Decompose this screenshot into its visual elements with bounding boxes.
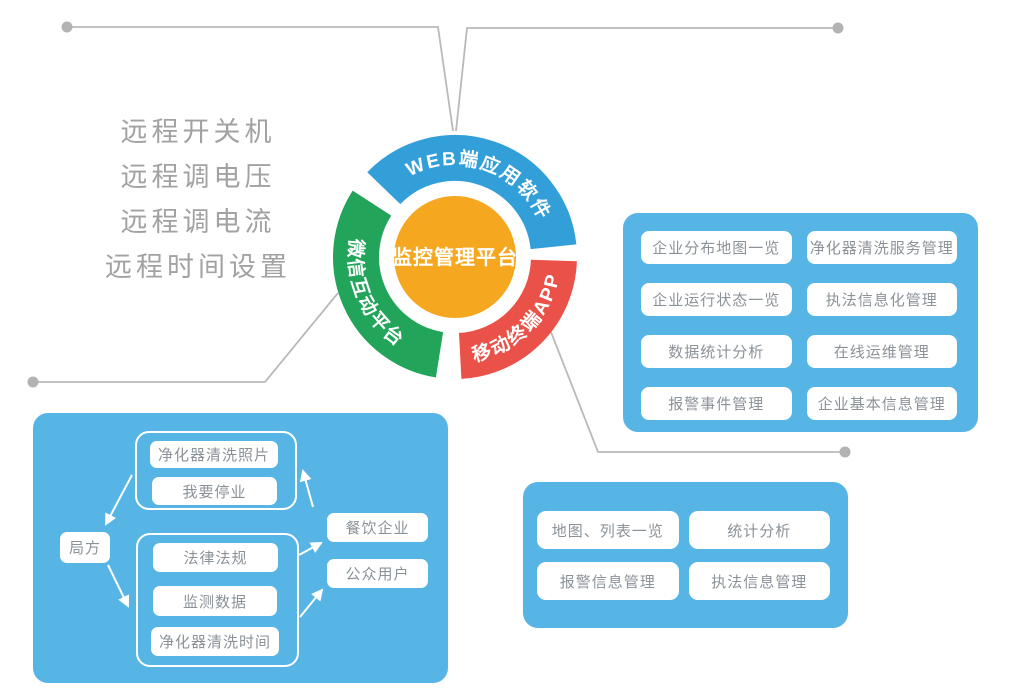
- module-pill: 地图、列表一览: [537, 511, 679, 549]
- connector-right: [550, 331, 845, 453]
- arrow-publish-to-public: [299, 588, 324, 618]
- center-circle: [394, 196, 516, 318]
- submit-group-outline: [135, 431, 297, 510]
- connector-left: [33, 292, 339, 383]
- connector-endpoint-dots: [27, 21, 851, 458]
- module-pill: 统计分析: [688, 511, 830, 549]
- publish-group-outline: [136, 533, 299, 667]
- module-pill: 企业基本信息管理: [806, 387, 957, 420]
- remote-item: 远程时间设置: [105, 252, 291, 282]
- app-modules-panel: 地图、列表一览 统计分析 报警信息管理 执法信息管理: [523, 482, 848, 628]
- dot-top-right: [832, 22, 844, 34]
- arrow-publish-to-restaurant: [298, 542, 323, 556]
- wechat-flow-panel: 净化器清洗照片 我要停业 局方 法律法规 监测数据 净化器清洗时间 餐饮企业 公…: [33, 413, 448, 683]
- flow-node-cleaning-time: 净化器清洗时间: [151, 627, 279, 656]
- arrow-restaurant-to-submit: [299, 469, 314, 508]
- flow-node-monitor-data: 监测数据: [153, 586, 277, 616]
- ring-segment-app: [458, 258, 577, 379]
- module-pill: 数据统计分析: [641, 335, 792, 368]
- flow-node-cleaning-photo: 净化器清洗照片: [150, 441, 278, 468]
- web-modules-panel: 企业分布地图一览 净化器清洗服务管理 企业运行状态一览 执法信息化管理 数据统计…: [623, 213, 978, 432]
- connector-lines: [33, 26, 845, 453]
- module-pill: 企业运行状态一览: [641, 283, 792, 316]
- module-pill: 执法信息化管理: [806, 283, 957, 316]
- ring-segment-web: [367, 134, 577, 250]
- module-pill: 报警事件管理: [641, 387, 792, 420]
- module-pill: 企业分布地图一览: [641, 231, 792, 264]
- dot-right: [839, 446, 851, 458]
- module-pill: 在线运维管理: [806, 335, 957, 368]
- connector-top-left: [67, 26, 454, 132]
- flow-node-close-business: 我要停业: [152, 477, 277, 505]
- ring-segment-wechat: [333, 190, 444, 378]
- flow-node-laws: 法律法规: [153, 543, 278, 572]
- module-pill: 执法信息管理: [688, 562, 830, 600]
- remote-item: 远程调电压: [120, 162, 276, 192]
- connector-top-right: [455, 27, 838, 132]
- platform-ring: [333, 134, 577, 379]
- module-pill: 净化器清洗服务管理: [806, 231, 957, 264]
- module-pill: 报警信息管理: [537, 562, 679, 600]
- remote-item: 远程开关机: [120, 117, 276, 147]
- remote-item: 远程调电流: [120, 207, 276, 237]
- flow-node-bureau: 局方: [60, 532, 110, 563]
- remote-function-list: 远程开关机 远程调电压 远程调电流 远程时间设置: [57, 110, 339, 290]
- dot-top-left: [61, 21, 73, 33]
- arrow-submit-to-bureau: [105, 474, 133, 526]
- arrow-bureau-to-publish: [107, 564, 130, 608]
- dot-left: [27, 376, 39, 388]
- flow-node-restaurant: 餐饮企业: [327, 513, 428, 542]
- flow-node-public-user: 公众用户: [327, 559, 428, 588]
- center-label: 监控管理平台: [392, 245, 518, 269]
